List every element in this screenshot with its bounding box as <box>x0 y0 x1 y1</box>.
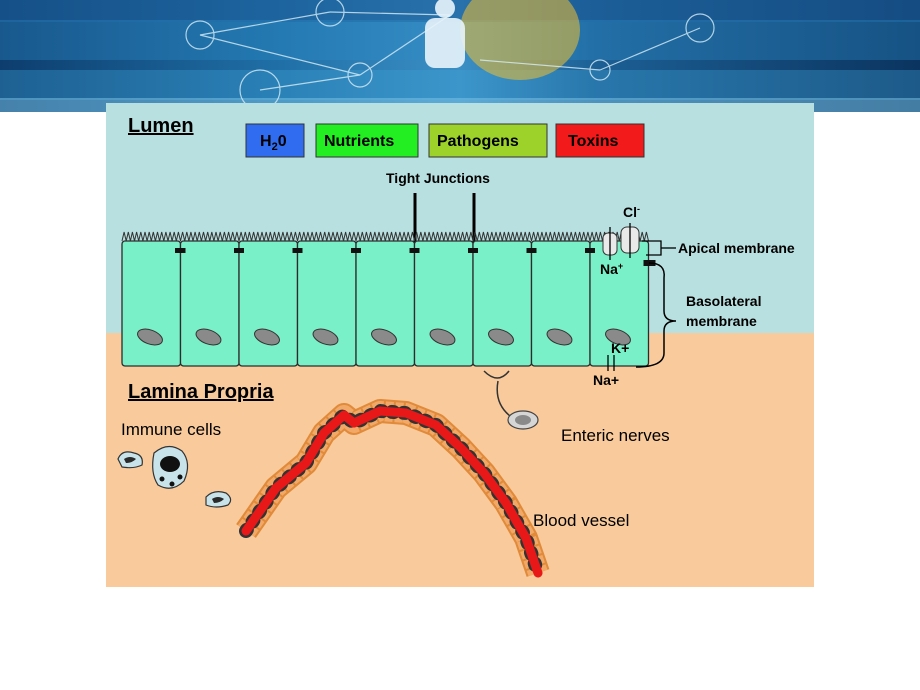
epithelial-cell <box>121 240 182 367</box>
enteric-nerves-label: Enteric nerves <box>561 426 670 445</box>
epithelial-cell <box>413 240 474 367</box>
sodium-potassium-pump <box>607 355 615 371</box>
legend-water-suffix: 0 <box>278 133 287 150</box>
blood-vessel <box>236 399 550 580</box>
tight-junction <box>409 248 420 253</box>
lamina-propria-label: Lamina Propria <box>128 381 274 403</box>
microvilli <box>238 231 298 242</box>
sodium-ion-top-charge: + <box>618 261 623 271</box>
lumen-label: Lumen <box>128 115 194 137</box>
cell-nucleus <box>254 328 280 346</box>
legend-item-toxins: Toxins <box>555 123 645 158</box>
svg-text:Cl-: Cl- <box>623 204 640 220</box>
legend: H20 Nutrients Pathogens Toxins <box>245 123 645 158</box>
epithelial-cell <box>355 240 416 367</box>
tight-junctions-label: Tight Junctions <box>386 170 490 186</box>
basolateral-label-line2: membrane <box>686 313 757 329</box>
cell-nucleus <box>312 328 339 346</box>
tight-junction <box>526 248 537 253</box>
legend-nutrients-label: Nutrients <box>324 133 394 150</box>
tight-junction <box>585 248 595 253</box>
legend-item-pathogens: Pathogens <box>428 123 548 158</box>
tight-junction <box>351 248 361 253</box>
svg-text:Na+: Na+ <box>600 261 623 277</box>
tight-junction <box>292 248 303 253</box>
legend-pathogens-label: Pathogens <box>437 133 519 150</box>
apical-membrane-label: Apical membrane <box>678 240 795 256</box>
epithelial-cell-layer <box>121 231 656 367</box>
microvilli <box>355 231 415 242</box>
epithelial-cell <box>179 240 240 367</box>
chloride-ion-charge: - <box>637 204 640 214</box>
cell-nucleus <box>195 328 222 346</box>
legend-water-h: H <box>260 133 272 150</box>
cell-nucleus <box>605 328 631 346</box>
tight-junction <box>468 248 478 253</box>
sodium-ion-top-label: Na <box>600 261 618 277</box>
immune-cells-label: Immune cells <box>121 420 221 439</box>
legend-water-sub: 2 <box>272 141 278 153</box>
network-people-icon <box>185 0 715 111</box>
immune-cells-group <box>117 445 232 508</box>
legend-item-nutrients: Nutrients <box>315 123 419 158</box>
legend-toxins-label: Toxins <box>568 133 618 150</box>
microvilli <box>531 231 591 242</box>
microvilli <box>180 231 240 242</box>
blood-vessel-label: Blood vessel <box>533 511 629 530</box>
epithelial-cell <box>472 240 533 367</box>
cell-nucleus <box>137 328 163 346</box>
basolateral-label-line1: Basolateral <box>686 293 761 309</box>
ion-channel <box>602 223 640 260</box>
potassium-label: K+ <box>611 340 629 356</box>
chloride-ion-label: Cl <box>623 204 637 220</box>
microvilli <box>121 231 181 242</box>
nerve-fiber <box>483 370 511 417</box>
tight-junction <box>175 248 185 253</box>
cell-nucleus <box>371 328 397 346</box>
header-banner <box>0 0 920 112</box>
microvilli <box>297 231 357 242</box>
microvilli <box>414 231 474 242</box>
basolateral-membrane-bracket <box>635 262 677 368</box>
microvilli <box>472 231 532 242</box>
epithelial-cell <box>238 240 299 367</box>
cell-nucleus <box>429 328 456 346</box>
legend-item-water: H20 <box>245 123 305 158</box>
tight-junction <box>234 248 244 253</box>
svg-text:H20: H20 <box>260 133 287 153</box>
cell-nucleus <box>488 328 514 346</box>
epithelial-cell <box>296 240 357 367</box>
intestinal-epithelium-diagram: Lumen Lamina Propria H20 Nutrients Patho… <box>106 103 814 587</box>
cell-nucleus <box>546 328 573 346</box>
epithelial-cell <box>530 240 591 367</box>
sodium-bottom-label: Na+ <box>593 372 619 388</box>
